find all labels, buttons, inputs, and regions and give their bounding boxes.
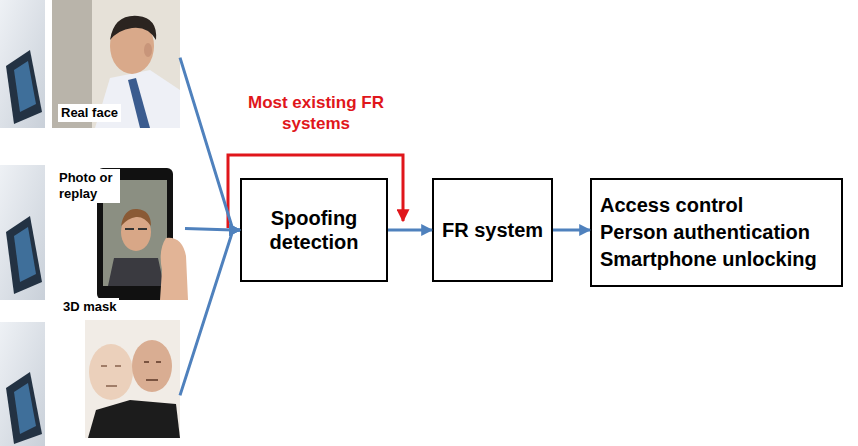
man-head [132,340,172,392]
glasses [125,228,147,230]
flow-arrow [180,58,240,230]
terminal-background [0,165,45,300]
terminal-screen [14,383,36,434]
terminal-device [6,372,42,444]
terminal-background [0,0,45,128]
photo-panel: Photo or replay [52,165,185,300]
flow-arrow [388,229,432,232]
process-box: FR system [432,178,553,282]
terminal-device [6,216,42,294]
man-features [144,362,161,380]
box-label: Spoofing detection [250,206,378,254]
application-item: Person authentication [600,219,810,246]
terminal-background [0,322,45,446]
photo-panel: 3D mask [52,296,180,440]
flow-arrow [185,228,240,230]
application-item: Access control [600,192,743,219]
application-item: Smartphone unlocking [600,246,817,273]
replay-shirt [108,258,164,286]
hand [160,238,188,300]
photo-label: Photo or replay [56,169,120,203]
terminal-screen [14,227,36,282]
photo-label: 3D mask [60,298,119,316]
flow-arrow [180,230,240,395]
tie [128,78,150,128]
process-box: Spoofing detection [240,178,388,282]
box-label: FR system [442,218,543,242]
mask [89,344,133,400]
application-box: Access controlPerson authenticationSmart… [590,178,843,287]
mask-features [101,366,121,386]
clothing [88,400,180,438]
bypass-label: Most existing FR systems [232,92,400,134]
photo-background [85,320,180,438]
photo-panel: Real face [52,0,180,128]
photo-background [52,0,180,128]
ear [144,43,152,57]
photo-label: Real face [58,104,121,122]
flow-arrow [553,229,590,232]
hair [110,16,156,40]
replay-hair [121,209,151,226]
terminal-device [6,50,42,124]
terminal-screen [14,61,36,112]
